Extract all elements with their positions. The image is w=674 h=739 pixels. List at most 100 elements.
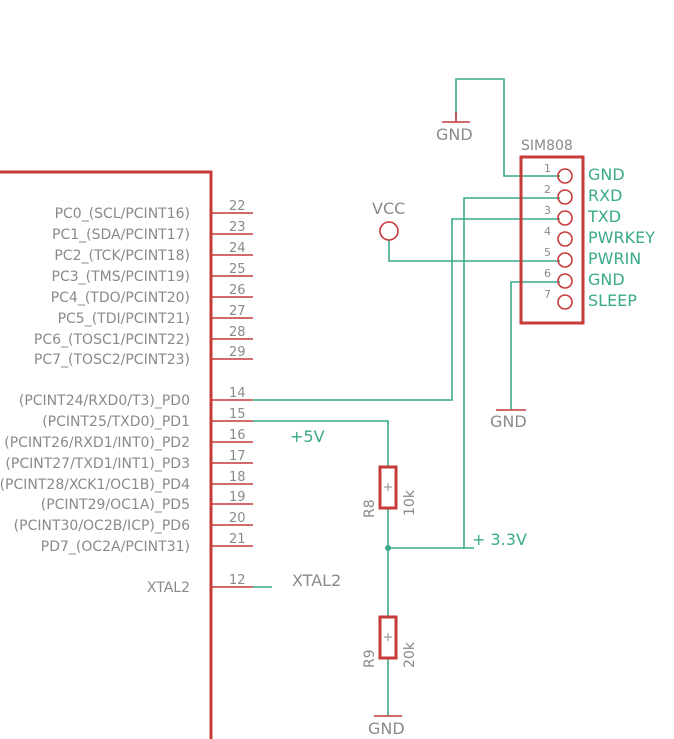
sim808-pin-circle [557, 210, 573, 226]
mcu-pin: 20 (PCINT30/OC2B/ICP)_PD6 [14, 511, 253, 534]
mcu-pin-name: (PCINT27/TXD1/INT1)_PD3 [5, 456, 190, 472]
mcu-pin-number: 28 [229, 325, 246, 340]
sim808-pin-number: 3 [544, 204, 551, 217]
sim808-pin: 6 GND [544, 267, 625, 289]
sim808-pin-circle [557, 273, 573, 289]
mcu-pin-name: PC2_(TCK/PCINT18) [54, 248, 190, 264]
sim808-pin: 2 RXD [544, 183, 622, 205]
sim808-pin-number: 5 [544, 246, 551, 259]
wire-gnd-pin6 [510, 281, 560, 410]
wire-txd [253, 218, 560, 401]
gnd-top-label: GND [436, 125, 473, 144]
r9-name: R9 [362, 649, 378, 668]
mcu-pin-name: (PCINT28/XCK1/OC1B)_PD4 [0, 477, 190, 493]
mcu-pin: 27 PC5_(TDI/PCINT21) [58, 304, 253, 327]
mcu-pin: 23 PC1_(SDA/PCINT17) [52, 220, 253, 243]
sim808-label: SIM808 [521, 138, 573, 154]
gnd-r9-label: GND [368, 719, 405, 738]
mcu-body [0, 170, 213, 739]
mcu-pin: 29 PC7_(TOSC2/PCINT23) [34, 345, 253, 368]
mcu-pin-name: XTAL2 [147, 580, 190, 596]
sim808-pin: 1 GND [544, 162, 625, 184]
mcu-pin: 15 (PCINT25/TXD0)_PD1 [42, 407, 253, 430]
sim808-pin-circle [557, 168, 573, 184]
sim808-pin: 3 TXD [544, 204, 621, 226]
mcu-pin: 24 PC2_(TCK/PCINT18) [54, 241, 253, 264]
mcu-pin-name: PC6_(TOSC1/PCINT22) [34, 332, 190, 348]
mcu-pin-name: (PCINT29/OC1A)_PD5 [41, 497, 190, 513]
vcc-symbol: VCC [372, 199, 405, 241]
mcu-pin-number: 24 [229, 241, 246, 256]
sim808-pin-number: 2 [544, 183, 551, 196]
net-xtal2-label: XTAL2 [292, 571, 341, 590]
mcu-pin: 14(PCINT24/RXD0/T3)_PD0 [19, 386, 253, 409]
sim808-pin-name: PWRKEY [588, 228, 655, 247]
r8-value: 10k [402, 489, 418, 516]
mcu-pin: 12 XTAL2 [147, 573, 253, 596]
mcu-pin-number: 17 [229, 449, 246, 464]
mcu-pin-number: 27 [229, 304, 246, 319]
mcu-pin-name: PC3_(TMS/PCINT19) [52, 269, 190, 285]
sim808-pin-number: 6 [544, 267, 551, 280]
sim808-pin-name: RXD [588, 186, 622, 205]
mcu-pin-number: 23 [229, 220, 246, 235]
mcu-pin-number: 25 [229, 262, 246, 277]
r9-body [378, 615, 398, 660]
mcu-symbol: 22PC0_(SCL/PCINT16)23PC1_(SDA/PCINT17)24… [0, 170, 253, 739]
mcu-pin-name: PD7_(OC2A/PCINT31) [41, 539, 190, 555]
sim808-pin-name: GND [588, 165, 625, 184]
wires [253, 78, 560, 716]
wire-vcc [388, 240, 560, 262]
wire-pd1 [253, 420, 389, 467]
sim808-pin-number: 1 [544, 162, 551, 175]
mcu-pin-number: 16 [229, 428, 246, 443]
resistor-r9: R9 20k [362, 615, 418, 668]
mcu-pin: 16 (PCINT26/RXD1/INT0)_PD2 [4, 428, 253, 451]
sim808-pin-name: GND [588, 270, 625, 289]
mcu-pin-name: (PCINT26/RXD1/INT0)_PD2 [4, 435, 190, 451]
gnd-symbol-r9: GND [368, 715, 405, 738]
mcu-pin-number: 20 [229, 511, 246, 526]
resistor-r8: R8 10k [362, 465, 418, 518]
mcu-pin-name: PC4_(TDO/PCINT20) [51, 290, 190, 306]
sim808-body [519, 155, 585, 325]
sim808-pin-circle [557, 294, 573, 310]
vcc-label: VCC [372, 199, 405, 218]
gnd-symbol-pin6: GND [490, 409, 527, 431]
wire-rxd [463, 197, 560, 549]
sim808-pin-circle [557, 189, 573, 205]
mcu-pin-name: PC5_(TDI/PCINT21) [58, 311, 190, 327]
wire-gnd-top [455, 78, 560, 177]
mcu-pin-name: (PCINT24/RXD0/T3)_PD0 [19, 393, 190, 409]
mcu-pin: 18 (PCINT28/XCK1/OC1B)_PD4 [0, 470, 253, 493]
junction-dot [385, 545, 391, 551]
mcu-pin-number: 29 [229, 345, 246, 360]
mcu-pin-name: PC7_(TOSC2/PCINT23) [34, 352, 190, 368]
gnd-symbol-top: GND [436, 112, 473, 144]
sim808-pin-number: 4 [544, 225, 551, 238]
mcu-pin: 17 (PCINT27/TXD1/INT1)_PD3 [5, 449, 253, 472]
mcu-pin-number: 19 [229, 490, 246, 505]
sim808-pin-circle [557, 252, 573, 268]
mcu-pin: 19 (PCINT29/OC1A)_PD5 [41, 490, 253, 513]
sim808-pin-name: TXD [587, 207, 621, 226]
mcu-pin: 21 PD7_(OC2A/PCINT31) [41, 532, 253, 555]
mcu-pin-name: (PCINT30/OC2B/ICP)_PD6 [14, 518, 190, 534]
mcu-pin: 28 PC6_(TOSC1/PCINT22) [34, 325, 253, 348]
mcu-pin-number: 21 [229, 532, 246, 547]
mcu-pin-number: 12 [229, 573, 246, 588]
mcu-pin-name: PC1_(SDA/PCINT17) [52, 227, 190, 243]
r9-value: 20k [402, 641, 418, 668]
mcu-pin-number: 18 [229, 470, 246, 485]
mcu-pin-name: (PCINT25/TXD0)_PD1 [42, 414, 190, 430]
mcu-pin-number: 15 [229, 407, 246, 422]
r8-name: R8 [362, 499, 378, 518]
sim808-pin-circle [557, 231, 573, 247]
mcu-pin: 25 PC3_(TMS/PCINT19) [52, 262, 253, 285]
sim808-pin-name: SLEEP [588, 291, 637, 310]
